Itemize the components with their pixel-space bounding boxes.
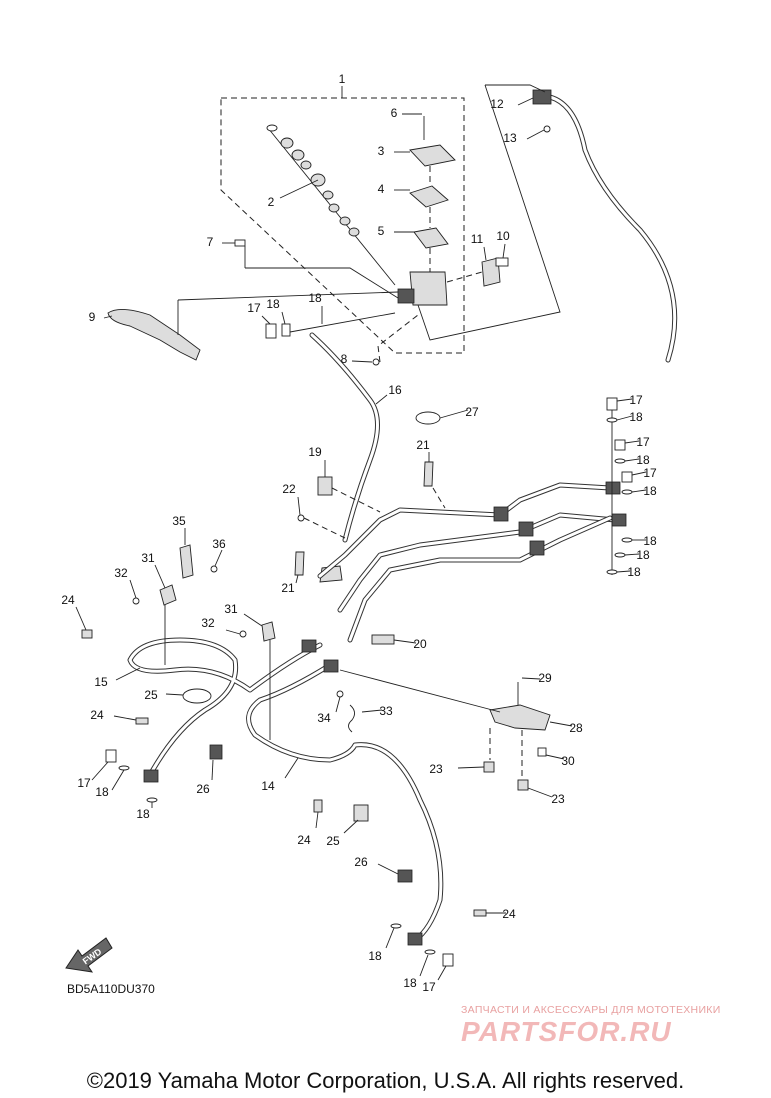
callout-18: 18 [266,297,280,311]
hose-fourteen [246,659,444,946]
callout-24: 24 [90,708,104,722]
callout-24: 24 [502,907,516,921]
callout-21: 21 [416,438,430,452]
seal-kit-parts [266,124,396,286]
callout-26: 26 [354,855,368,869]
hose-sixteen [309,332,388,583]
callout-2: 2 [268,195,275,209]
reservoir-parts [394,113,456,306]
callout-17: 17 [643,466,657,480]
screw-seven [222,239,399,299]
callout-4: 4 [378,182,385,196]
callout-18: 18 [403,976,417,990]
callout-25: 25 [326,834,340,848]
callout-32: 32 [201,616,215,630]
callout-8: 8 [341,352,348,366]
callout-25: 25 [144,688,158,702]
fittings-middle [294,452,446,584]
callout-29: 29 [538,671,552,685]
callout-26: 26 [196,782,210,796]
callout-18: 18 [136,807,150,821]
callout-36: 36 [212,537,226,551]
callout-17: 17 [247,301,261,315]
lower-fittings [75,606,506,981]
callout-32: 32 [114,566,128,580]
grommet-twenty [371,634,417,645]
callout-30: 30 [561,754,575,768]
callout-3: 3 [378,144,385,158]
bracket-parts [446,243,509,287]
fwd-arrow: FWD [65,937,113,973]
clip-twenty-seven [415,409,469,425]
callout-17: 17 [636,435,650,449]
callout-18: 18 [368,949,382,963]
callout-18: 18 [627,565,641,579]
callout-10: 10 [496,229,510,243]
callout-18: 18 [629,410,643,424]
callout-6: 6 [391,106,398,120]
callout-18: 18 [308,291,322,305]
callout-24: 24 [297,833,311,847]
callout-15: 15 [94,675,108,689]
catalog-code: BD5A110DU370 [67,982,155,996]
bolt-stack-right [606,397,647,575]
callout-17: 17 [77,776,91,790]
callout-31: 31 [224,602,238,616]
callout-18: 18 [636,548,650,562]
copyright-notice: ©2019 Yamaha Motor Corporation, U.S.A. A… [86,1068,685,1093]
callout-14: 14 [261,779,275,793]
master-cylinder-assembly-boundary [220,86,465,354]
brake-diagram: FWD 123456789101112131415161718181718171… [61,72,678,994]
callout-18: 18 [95,785,109,799]
callout-23: 23 [429,762,443,776]
callout-11: 11 [471,232,484,246]
callout-17: 17 [422,980,436,994]
callout-18: 18 [643,484,657,498]
callout-16: 16 [388,383,402,397]
callout-22: 22 [282,482,296,496]
callout-5: 5 [378,224,385,238]
callout-35: 35 [172,514,186,528]
hose-twelve [417,84,678,363]
callout-23: 23 [551,792,565,806]
callout-9: 9 [89,310,96,324]
callout-27: 27 [465,405,479,419]
brake-lever [103,291,399,361]
watermark-logo: PARTSFOR.RU [461,1016,672,1047]
callout-12: 12 [490,97,504,111]
hose-fifteen [115,637,323,783]
callout-34: 34 [317,711,331,725]
callout-33: 33 [379,704,393,718]
watermark-tagline: ЗАПЧАСТИ И АКСЕССУАРЫ ДЛЯ МОТОТЕХНИКИ [461,1004,721,1016]
bolt-area-top [261,306,419,366]
callout-24: 24 [61,593,75,607]
callout-28: 28 [569,721,583,735]
callout-1: 1 [339,72,346,86]
callout-21: 21 [281,581,295,595]
callout-31: 31 [141,551,155,565]
callout-18: 18 [643,534,657,548]
callout-17: 17 [629,393,643,407]
callout-19: 19 [308,445,322,459]
callout-20: 20 [413,637,427,651]
bracket-twenty-eight [339,669,573,798]
clamp-parts [129,528,383,740]
brake-pipes [317,410,627,643]
callout-18: 18 [636,453,650,467]
callout-7: 7 [207,235,214,249]
callout-13: 13 [503,131,517,145]
